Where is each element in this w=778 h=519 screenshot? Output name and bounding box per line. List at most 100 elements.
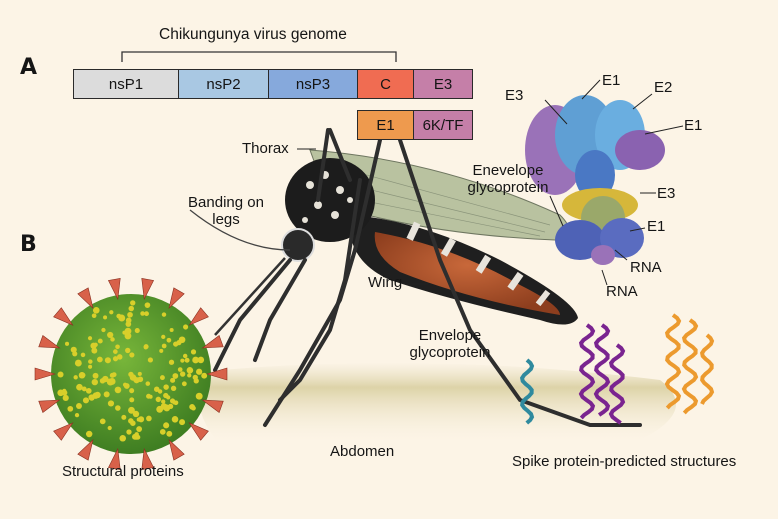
virion-dot <box>163 384 169 390</box>
virion-dot <box>118 314 126 322</box>
virion-dot <box>88 359 93 364</box>
virion-dot <box>62 388 67 394</box>
virion-dot <box>168 359 175 365</box>
virion-dot <box>96 356 103 363</box>
label-abdomen: Abdomen <box>330 443 395 460</box>
virion-dot <box>126 429 132 435</box>
virion-dot <box>170 377 176 383</box>
virion-dot <box>136 426 143 432</box>
complex-part-e2: E2 <box>654 79 673 96</box>
virion-dot <box>187 373 192 378</box>
virion-dot <box>167 403 174 409</box>
virion-dot <box>74 359 82 367</box>
virion-dot <box>57 371 64 378</box>
virion-dot <box>122 382 128 387</box>
virion-dot <box>121 414 127 420</box>
virion-dot <box>192 356 200 364</box>
virion-spike <box>38 335 61 349</box>
virion-dot <box>178 336 186 344</box>
virion-dot <box>201 372 208 379</box>
genome-segment-6k-tf: 6K/TF <box>413 110 473 140</box>
envelope-protein-complex <box>525 95 665 265</box>
virion-dot <box>128 371 134 378</box>
mosquito-legs <box>213 128 642 427</box>
mosquito-leader-lines <box>297 148 428 285</box>
caption-spike-structures: Spike protein-predicted structures <box>512 453 737 470</box>
virion-dot <box>172 373 179 379</box>
virion-dot <box>122 330 127 335</box>
virion-dot <box>124 332 132 340</box>
virion-dot <box>87 336 93 341</box>
virion-dot <box>74 412 80 418</box>
virion-dot <box>191 405 196 411</box>
label-envelope-glycoprotein: Envelope glycoprotein <box>400 327 500 362</box>
ground-shadow <box>197 362 676 445</box>
virion-dot <box>146 393 152 399</box>
virion-dot <box>91 378 98 386</box>
virion-dot <box>136 417 141 422</box>
genome-segment-nsp2: nsP2 <box>178 69 269 99</box>
virion-spike <box>38 399 61 413</box>
virion-dot <box>172 400 177 405</box>
virion-spike <box>34 367 57 381</box>
virion-dot <box>169 328 174 333</box>
virion-dot <box>156 405 164 413</box>
virion-dot <box>145 381 151 386</box>
genome-bracket <box>121 51 397 62</box>
virion-dot <box>109 372 115 378</box>
label-banding-on-legs: Banding on legs <box>186 194 266 229</box>
helix-orange <box>664 313 715 415</box>
virion-dot <box>190 349 197 355</box>
label-wing: Wing <box>368 274 403 291</box>
caption-structural-proteins: Structural proteins <box>62 463 184 480</box>
genome-segment-e1: E1 <box>357 110 414 140</box>
virion-dot <box>117 354 123 360</box>
mosquito-antenna <box>189 209 291 251</box>
virion-dot <box>171 416 179 423</box>
virion-dot <box>85 388 92 394</box>
genome-segment-nsp1: nsP1 <box>73 69 179 99</box>
virion-dot <box>159 375 165 381</box>
segment-label: nsP2 <box>206 75 241 93</box>
virion-spike <box>201 399 224 413</box>
label-line: Envelope <box>418 327 482 344</box>
virion-dot <box>179 371 186 377</box>
complex-part-e3-top: E3 <box>505 87 524 104</box>
virion-dot <box>93 342 98 347</box>
helix-teal <box>519 358 535 425</box>
virion-spike <box>53 307 74 326</box>
virion-dot <box>114 386 122 394</box>
virion-dot <box>134 328 140 334</box>
virion-dot <box>159 348 164 353</box>
virion-dot <box>161 312 167 317</box>
virion-dot <box>195 368 203 375</box>
genome-title: Chikungunya virus genome <box>159 26 347 43</box>
segment-label: E3 <box>433 75 453 93</box>
virion-dot <box>129 388 135 394</box>
segment-label: E1 <box>376 116 395 134</box>
virion-dot <box>99 418 106 425</box>
virion-dot <box>76 383 83 391</box>
virion-dot <box>112 356 119 362</box>
virion-dot <box>91 347 98 354</box>
complex-part-e1-right: E1 <box>684 117 703 134</box>
virion-dot <box>166 430 173 437</box>
virion-dot <box>159 429 166 435</box>
mosquito-abdomen <box>349 215 578 325</box>
virion-dot <box>195 392 203 400</box>
virion-spike <box>77 287 94 310</box>
genome-segment-c: C <box>357 69 414 99</box>
virion-dot <box>88 394 95 401</box>
virion-dot <box>153 386 160 392</box>
virion-dot <box>125 317 132 324</box>
virion-dot <box>181 381 187 387</box>
virion-dot <box>107 331 114 339</box>
virion-dot <box>101 327 106 333</box>
virion-dot <box>128 418 134 424</box>
segment-label: nsP3 <box>295 75 331 93</box>
virion-dot <box>166 395 171 400</box>
virion-dot <box>129 397 135 403</box>
virion-dot <box>133 377 140 384</box>
virion-dot <box>146 415 152 422</box>
virion-dot <box>80 352 86 358</box>
